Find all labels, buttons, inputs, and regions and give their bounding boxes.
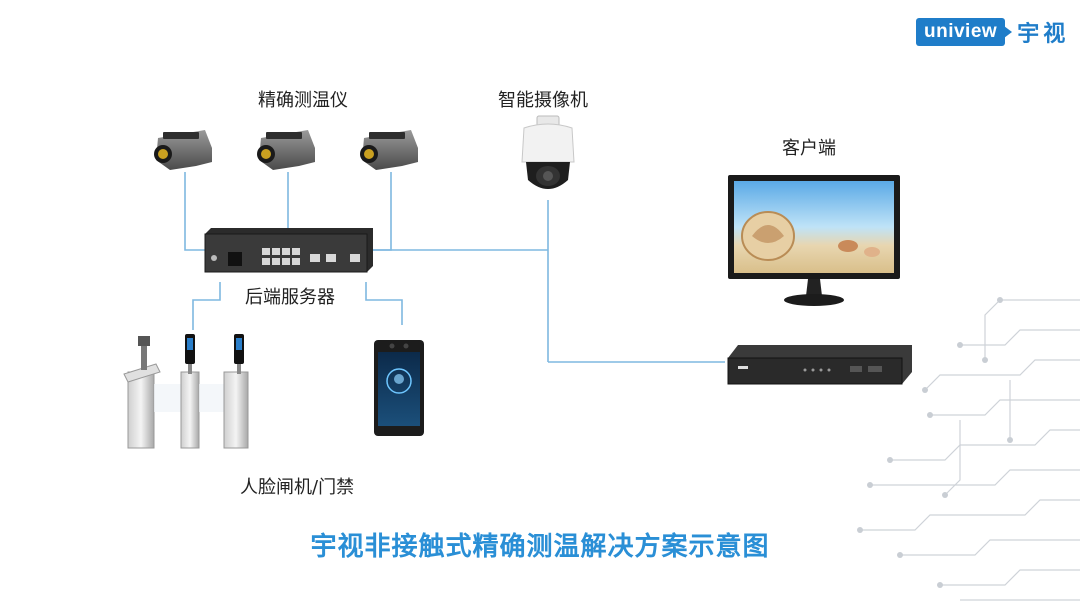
label-camera: 智能摄像机	[498, 90, 588, 111]
diagram-title: 宇视非接触式精确测温解决方案示意图	[310, 532, 770, 562]
logo-chinese: 宇视	[1017, 22, 1070, 47]
connection-lines	[184, 172, 725, 363]
thermometer-device-2	[257, 130, 315, 170]
uniview-logo: uniview 宇视	[916, 18, 1070, 47]
label-server: 后端服务器	[245, 287, 335, 308]
label-gate: 人脸闸机/门禁	[240, 477, 355, 498]
nvr-recorder-device	[727, 345, 912, 385]
circuit-decoration	[860, 299, 1080, 601]
thermometer-device-3	[360, 130, 418, 170]
circuit-dots	[857, 297, 1013, 588]
label-thermometers: 精确测温仪	[258, 90, 348, 111]
logo-brand: uniview	[916, 18, 1013, 46]
backend-server-device	[204, 228, 373, 273]
access-terminal-device	[374, 340, 424, 436]
face-gate-device	[123, 334, 249, 449]
label-client: 客户端	[782, 138, 836, 159]
thermometer-device-1	[154, 130, 212, 170]
smart-camera-device	[521, 115, 575, 189]
client-monitor-device	[728, 175, 900, 306]
